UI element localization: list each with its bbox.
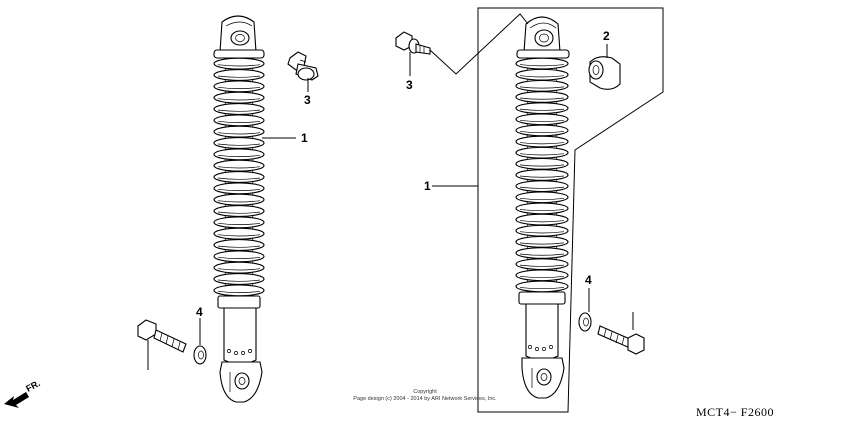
left-bottom-bolt[interactable] bbox=[137, 319, 187, 353]
left-shock-absorber[interactable] bbox=[213, 15, 265, 403]
right-bottom-bolt[interactable] bbox=[597, 325, 645, 355]
front-direction-indicator: FR. bbox=[4, 378, 42, 408]
callout-right-washer: 4 bbox=[585, 273, 592, 287]
right-washer[interactable] bbox=[578, 312, 592, 332]
leader-lines bbox=[147, 13, 634, 370]
callout-right-top-bolt: 3 bbox=[406, 78, 413, 92]
right-assembly-frame bbox=[477, 7, 664, 413]
right-bushing[interactable] bbox=[588, 56, 621, 90]
callout-left-washer: 4 bbox=[196, 305, 203, 319]
arrow-icon bbox=[4, 392, 29, 408]
left-spring bbox=[213, 57, 265, 297]
callout-right-shock: 1 bbox=[424, 179, 431, 193]
callout-left-top-bolt: 3 bbox=[304, 93, 311, 107]
left-top-bolt[interactable] bbox=[287, 51, 319, 81]
callout-right-bushing: 2 bbox=[603, 29, 610, 43]
callout-left-shock: 1 bbox=[301, 131, 308, 145]
right-spring bbox=[515, 57, 569, 293]
right-top-bolt[interactable] bbox=[395, 31, 431, 55]
copyright-line-2: Page design (c) 2004 - 2014 by ARI Netwo… bbox=[353, 396, 497, 402]
diagram-code: MCT4− F2600 bbox=[696, 405, 774, 419]
copyright-line-1: Copyright bbox=[413, 389, 437, 395]
right-shock-absorber[interactable] bbox=[515, 16, 570, 399]
front-label: FR. bbox=[24, 378, 41, 394]
left-washer[interactable] bbox=[193, 345, 207, 365]
